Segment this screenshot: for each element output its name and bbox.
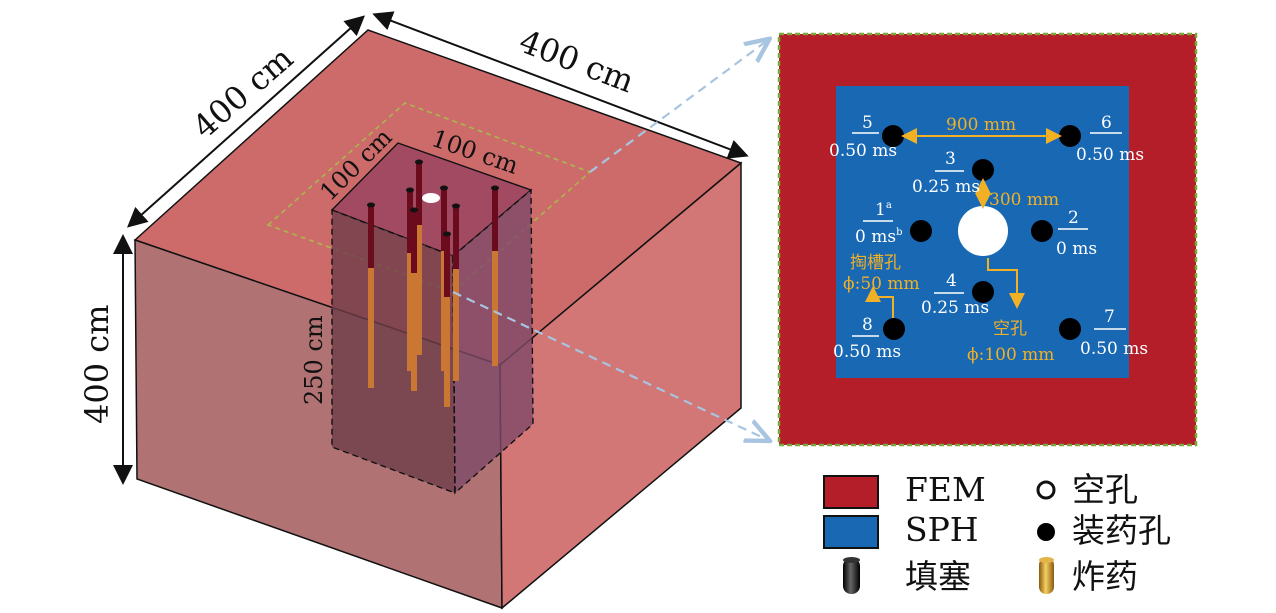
charge-hole-1 [910,220,932,242]
legend-item-fem: FEM [823,470,986,509]
hole-label-4: 4 0.25 ms [921,271,989,318]
borehole [406,187,414,371]
legend-item-charge-hole: 装药孔 [1037,511,1171,550]
dist-900-label: 900 mm [946,115,1016,135]
stemming-icon [843,557,860,594]
empty-hole-label: 空孔 [993,319,1027,339]
hole-label-2: 2 0 ms [1056,208,1097,259]
svg-text:1a: 1a [875,200,892,220]
detail-panel: 5 0.50 ms 6 0.50 ms 3 0.25 ms 1a 0 msb 2… [777,32,1198,447]
svg-text:0.50 ms: 0.50 ms [829,141,897,161]
borehole [367,202,375,388]
empty-hole-3d [422,193,440,203]
borehole [452,203,460,381]
svg-text:2: 2 [1068,208,1079,228]
svg-text:8: 8 [862,315,873,335]
detail-frame [777,32,1198,447]
callout-line-top [589,40,768,173]
borehole [415,159,423,355]
svg-text:0 msb: 0 msb [855,227,902,247]
svg-text:3: 3 [945,149,956,169]
charge-hole-4 [972,281,994,303]
cut-hole-diameter: ϕ:50 mm [843,274,920,294]
hole-label-3: 3 0.25 ms [912,149,980,197]
charge-hole-8 [883,318,905,340]
charge-hole-5 [882,125,904,147]
hole-label-5: 5 0.50 ms [829,113,897,161]
hole-label-7: 7 0.50 ms [1080,307,1148,359]
svg-text:4: 4 [946,271,957,291]
cut-hole-label: 掏槽孔 [850,253,901,273]
svg-text:空孔: 空孔 [1072,470,1138,509]
charge-hole-6 [1059,125,1081,147]
callout-line-bottom [452,291,768,440]
dim-arrow-width [127,15,365,228]
svg-text:0.25 ms: 0.25 ms [921,298,989,318]
cut-hole-leader [865,286,894,318]
legend-item-sph: SPH [823,510,979,549]
svg-text:0 ms: 0 ms [1056,239,1097,259]
hole-label-1: 1a 0 msb [855,200,902,247]
svg-text:装药孔: 装药孔 [1072,511,1171,550]
svg-text:0.50 ms: 0.50 ms [833,342,901,362]
svg-text:0.25 ms: 0.25 ms [912,177,980,197]
charge-hole-3 [972,159,994,181]
legend-item-empty-hole: 空孔 [1036,470,1138,509]
svg-text:6: 6 [1101,113,1112,133]
boreholes [367,159,499,407]
charge-hole-7 [1059,318,1081,340]
hole-label-6: 6 0.50 ms [1076,113,1144,165]
legend-item-stemming: 填塞 [843,557,971,596]
empty-hole [958,206,1008,256]
borehole [443,231,451,407]
svg-text:SPH: SPH [905,510,979,549]
empty-hole-icon [1036,480,1056,500]
explosive-icon [1039,557,1054,594]
charge-hole-icon [1037,523,1055,541]
dist-300-label: 300 mm [989,190,1059,210]
borehole [491,185,499,366]
model-block: 400 cm 400 cm 400 cm 100 cm 100 cm 250 c… [78,11,749,610]
hole-label-8: 8 0.50 ms [833,315,901,362]
inner-left-face [331,208,456,495]
legend-item-explosive: 炸药 [1039,557,1138,596]
dim-label-height: 400 cm [78,304,116,424]
svg-text:0.50 ms: 0.50 ms [1080,339,1148,359]
charge-hole-2 [1031,220,1053,242]
sph-swatch [823,515,879,549]
svg-text:FEM: FEM [905,470,986,509]
svg-text:0.50 ms: 0.50 ms [1076,145,1144,165]
empty-hole-diameter: ϕ:100 mm [967,345,1054,365]
svg-text:5: 5 [862,113,873,133]
svg-text:炸药: 炸药 [1072,557,1138,596]
block-right-face [499,161,742,610]
svg-text:7: 7 [1104,307,1115,327]
dim-label-inner-height: 250 cm [300,315,328,405]
dim-arrow-depth [372,11,749,159]
inner-column [330,142,534,495]
svg-text:填塞: 填塞 [905,557,971,596]
borehole [410,207,418,391]
legend: FEM SPH 填塞 空孔 装药孔 炸药 [823,470,1171,596]
empty-hole-leader [987,258,1025,309]
fem-swatch [823,475,879,509]
